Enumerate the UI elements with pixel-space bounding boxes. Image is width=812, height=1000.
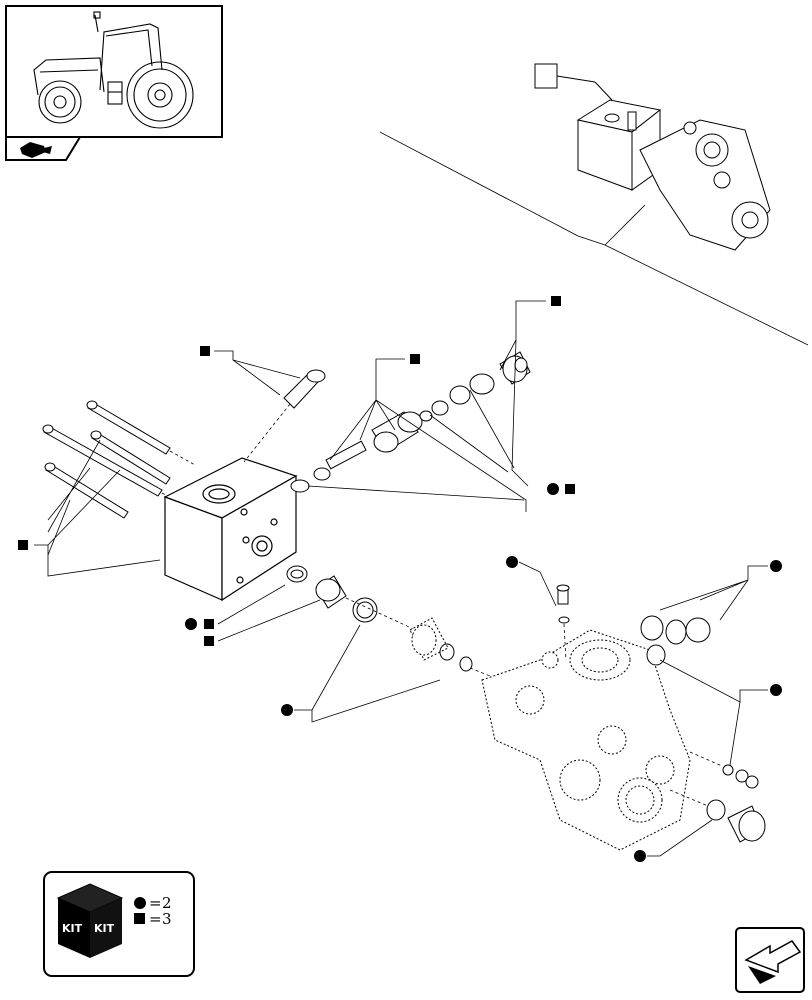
tractor-icon	[33, 11, 194, 129]
section-arrow-icon	[20, 142, 52, 158]
next-page-arrow-icon	[744, 940, 802, 984]
overview-callout-box	[534, 63, 558, 89]
bleed-screw	[556, 584, 570, 661]
check-valve	[409, 617, 449, 661]
square-marker	[134, 913, 145, 924]
square-marker	[204, 619, 214, 629]
assembly-overview	[379, 63, 809, 346]
section-tab[interactable]	[5, 136, 82, 161]
piston-callout	[185, 584, 321, 646]
square-marker	[200, 346, 210, 356]
circle-marker	[185, 618, 197, 630]
tractor-thumbnail[interactable]	[5, 5, 223, 138]
lower-right-plug	[669, 751, 766, 843]
bolt	[86, 400, 171, 455]
bolt	[44, 462, 129, 519]
square-marker	[18, 540, 28, 550]
seal-kit-callout-top	[307, 296, 575, 501]
plug-callout	[200, 346, 301, 396]
circle-marker	[281, 704, 293, 716]
square-marker	[204, 636, 214, 646]
spool-callout	[329, 354, 527, 512]
lower-right-callout	[634, 659, 782, 862]
right-rings	[640, 615, 711, 666]
circle-marker	[547, 483, 559, 495]
circle-marker	[634, 850, 646, 862]
valve-body	[481, 629, 691, 851]
spool-assembly	[290, 351, 531, 493]
square-marker	[565, 484, 575, 494]
circle-marker	[506, 556, 518, 568]
right-rings-callout	[659, 560, 782, 621]
circle-marker	[770, 684, 782, 696]
kit-word-left: KIT	[62, 922, 83, 935]
circle-legend-text: =	[149, 894, 162, 912]
bleed-screw-callout	[506, 556, 557, 607]
circle-marker	[770, 560, 782, 572]
kit-box-icon: KIT KIT	[56, 883, 124, 958]
valve-block	[163, 457, 298, 602]
bolt	[90, 430, 171, 485]
circle-marker	[134, 897, 146, 909]
next-page-button[interactable]	[735, 927, 805, 993]
square-legend-text: =	[149, 910, 162, 928]
bolt	[42, 424, 163, 497]
small-plug	[243, 369, 326, 463]
square-marker	[551, 296, 561, 306]
bolts	[42, 400, 196, 519]
square-marker	[410, 354, 420, 364]
o-rings-callout	[281, 624, 441, 723]
o-rings-center	[439, 643, 491, 677]
piston-group	[286, 565, 421, 633]
kit-legend: KIT KIT = 2 = 3	[43, 871, 195, 977]
bolts-callout	[18, 439, 161, 577]
kit-word-right: KIT	[94, 922, 115, 935]
square-count: 3	[162, 910, 172, 928]
circle-count: 2	[162, 894, 172, 912]
